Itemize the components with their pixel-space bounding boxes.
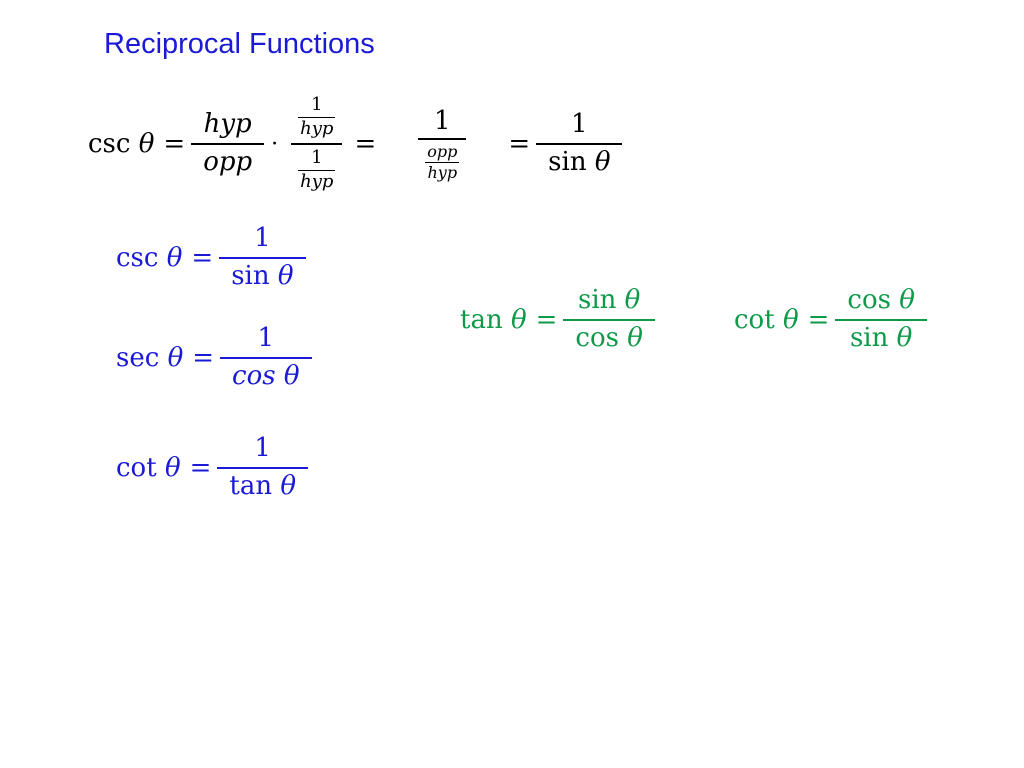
equals-sign: = — [163, 129, 186, 159]
fraction-one-over-cos: 1 cos θ — [220, 323, 312, 392]
cot-identity: cot θ = 1 tan θ — [116, 433, 309, 502]
numerator: 1 — [311, 147, 323, 168]
denominator: hyp — [300, 118, 334, 140]
derivation-equation: csc θ = hyp opp · 1 hyp 1 hyp = 1 — [88, 92, 623, 196]
csc-function: csc — [88, 129, 131, 159]
fraction-one-over-hyp: 1 hyp — [298, 94, 336, 140]
numerator: 1 — [571, 109, 588, 140]
fraction-one-over-sin: 1 sin θ — [536, 109, 623, 178]
sec-identity: sec θ = 1 cos θ — [116, 323, 312, 392]
theta-symbol: θ — [138, 129, 155, 159]
numerator: 1 — [434, 105, 451, 136]
fraction-bar — [298, 117, 336, 119]
fraction-one-over-sin: 1 sin θ — [219, 223, 306, 292]
cot-quotient-identity: cot θ = cos θ sin θ — [734, 285, 927, 354]
fraction-bar — [291, 143, 343, 145]
denominator: opp — [203, 147, 253, 177]
fraction-bar — [425, 161, 460, 163]
fraction-hyp-over-opp: hyp opp — [191, 109, 265, 178]
compound-denominator: opp hyp — [418, 141, 466, 182]
fraction-bar — [191, 143, 265, 145]
equals-sign: = — [354, 129, 377, 159]
fraction-bar — [418, 137, 467, 140]
fraction-bar — [298, 169, 336, 171]
numerator: opp — [427, 141, 458, 161]
fraction-one-over-hyp: 1 hyp — [298, 147, 336, 192]
denominator: hyp — [300, 170, 334, 192]
equals-sign: = — [508, 129, 531, 159]
fraction-one-over-tan: 1 tan θ — [217, 433, 309, 502]
multiply-dot: · — [271, 131, 279, 157]
compound-fraction-hyp: 1 hyp 1 hyp — [291, 94, 343, 192]
fraction-cos-over-sin: cos θ sin θ — [835, 285, 927, 354]
compound-numerator: 1 hyp — [291, 94, 342, 140]
compound-denominator: 1 hyp — [291, 147, 342, 192]
page-title: Reciprocal Functions — [104, 28, 375, 60]
denominator: hyp — [427, 162, 458, 182]
tan-identity: tan θ = sin θ cos θ — [460, 285, 655, 354]
fraction-opp-over-hyp: opp hyp — [425, 141, 460, 182]
compound-fraction-opp-hyp: 1 opp hyp — [418, 105, 467, 182]
numerator: 1 — [311, 94, 323, 116]
denominator: sin θ — [548, 147, 611, 177]
fraction-bar — [536, 143, 623, 145]
numerator: hyp — [203, 109, 252, 140]
csc-identity: csc θ = 1 sin θ — [116, 223, 306, 292]
fraction-sin-over-cos: sin θ cos θ — [563, 285, 655, 354]
